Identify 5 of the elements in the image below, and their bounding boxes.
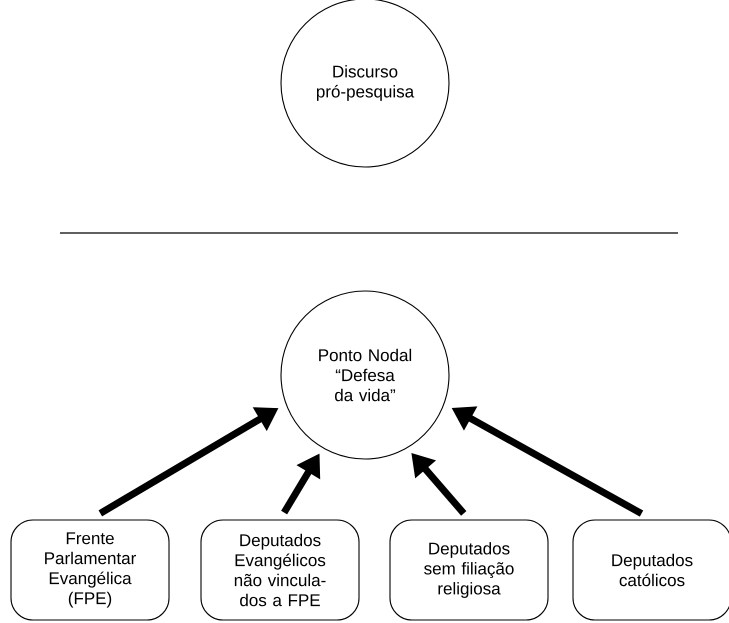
rounded-box: Deputados católicos — [572, 519, 729, 621]
rounded-box: Deputados Evangélicos não vincula- dos a FPE — [200, 519, 360, 621]
circle-node: Ponto Nodal “Defesa da vida” — [280, 290, 450, 460]
rounded-box: Frente Parlamentar Evangélica (FPE) — [10, 519, 170, 621]
rounded-box: Deputados sem filiação religiosa — [389, 519, 549, 621]
